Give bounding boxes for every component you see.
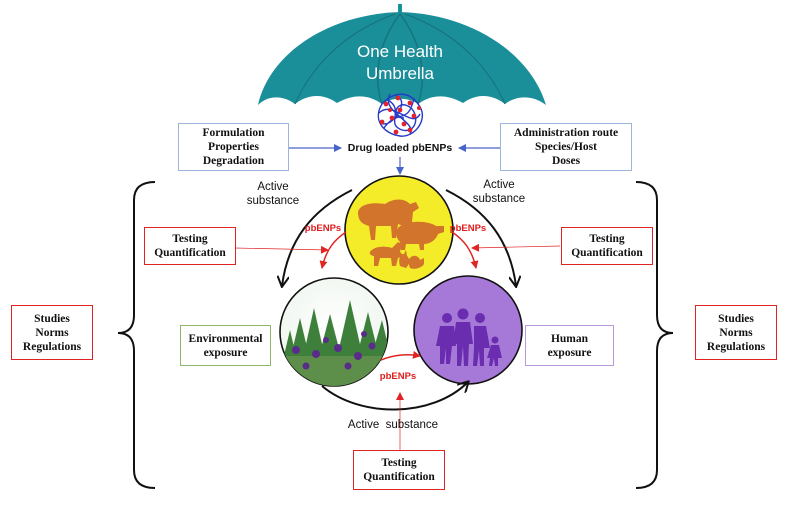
testing-right-pointer — [471, 243, 561, 252]
studies-box-left: Studies Norms Regulations — [11, 305, 93, 360]
arrow-animals-to-human — [445, 189, 516, 286]
family-silhouette-icon — [436, 308, 502, 366]
testing-line: Testing — [589, 233, 625, 245]
formulation-line: Properties — [208, 141, 259, 153]
left-brace — [117, 181, 156, 489]
active-substance-label-left: Active substance — [238, 180, 308, 208]
umbrella-icon: One Health Umbrella — [258, 4, 546, 105]
arrow-environment-to-human — [321, 382, 468, 411]
testing-line: Testing — [381, 457, 417, 469]
quantification-line: Quantification — [154, 247, 226, 259]
administration-line: Species/Host — [535, 141, 597, 153]
formulation-line: Degradation — [202, 155, 265, 167]
pbenps-label-left: pbENPs — [304, 223, 342, 234]
studies-line: Studies — [34, 312, 70, 325]
studies-line: Studies — [718, 312, 754, 325]
umbrella-title-line1: One Health — [357, 42, 443, 61]
arrow-animals-to-environment — [282, 189, 353, 286]
environmental-line: Environmental — [188, 332, 263, 345]
pbenps-arrow-bottom — [380, 350, 421, 361]
human-line: Human — [550, 332, 589, 345]
right-brace — [635, 181, 674, 489]
pbenps-label-right: pbENPs — [449, 223, 487, 234]
administration-line: Doses — [551, 155, 581, 167]
testing-box-bottom: Testing Quantification — [353, 450, 445, 490]
environmental-exposure-box: Environmental exposure — [180, 325, 271, 366]
animal-silhouettes-icon — [358, 199, 444, 269]
formulation-line: Formulation — [202, 127, 265, 139]
regulations-line: Regulations — [706, 340, 766, 353]
human-exposure-box: Human exposure — [525, 325, 614, 366]
pbenps-arrow-left — [319, 231, 347, 269]
formulation-box: Formulation Properties Degradation — [178, 123, 289, 171]
administration-box: Administration route Species/Host Doses — [500, 123, 632, 171]
norms-line: Norms — [719, 326, 753, 339]
exposure-line: exposure — [203, 346, 248, 359]
active-substance-label-bottom: Active substance — [347, 419, 439, 431]
human-circle — [413, 275, 523, 385]
testing-box-right: Testing Quantification — [561, 227, 653, 265]
testing-left-pointer — [234, 245, 329, 254]
testing-line: Testing — [172, 233, 208, 245]
animal-circle — [344, 175, 454, 285]
nanoparticle-icon — [377, 93, 424, 137]
quantification-line: Quantification — [363, 471, 435, 483]
studies-box-right: Studies Norms Regulations — [695, 305, 777, 360]
active-word: Active — [257, 181, 289, 193]
umbrella-title-line2: Umbrella — [366, 64, 435, 83]
exposure-line: exposure — [547, 346, 592, 359]
substance-word: substance — [472, 193, 526, 205]
substance-word: substance — [246, 195, 300, 207]
testing-box-left: Testing Quantification — [144, 227, 236, 265]
quantification-line: Quantification — [571, 247, 643, 259]
norms-line: Norms — [35, 326, 69, 339]
active-substance-label-right: Active substance — [462, 178, 536, 206]
regulations-line: Regulations — [22, 340, 82, 353]
center-label: Drug loaded pbENPs — [348, 142, 453, 154]
pbenps-label-bottom: pbENPs — [379, 371, 417, 382]
administration-line: Administration route — [513, 127, 619, 139]
active-word: Active — [483, 179, 515, 191]
pbenps-arrow-right — [451, 231, 479, 269]
